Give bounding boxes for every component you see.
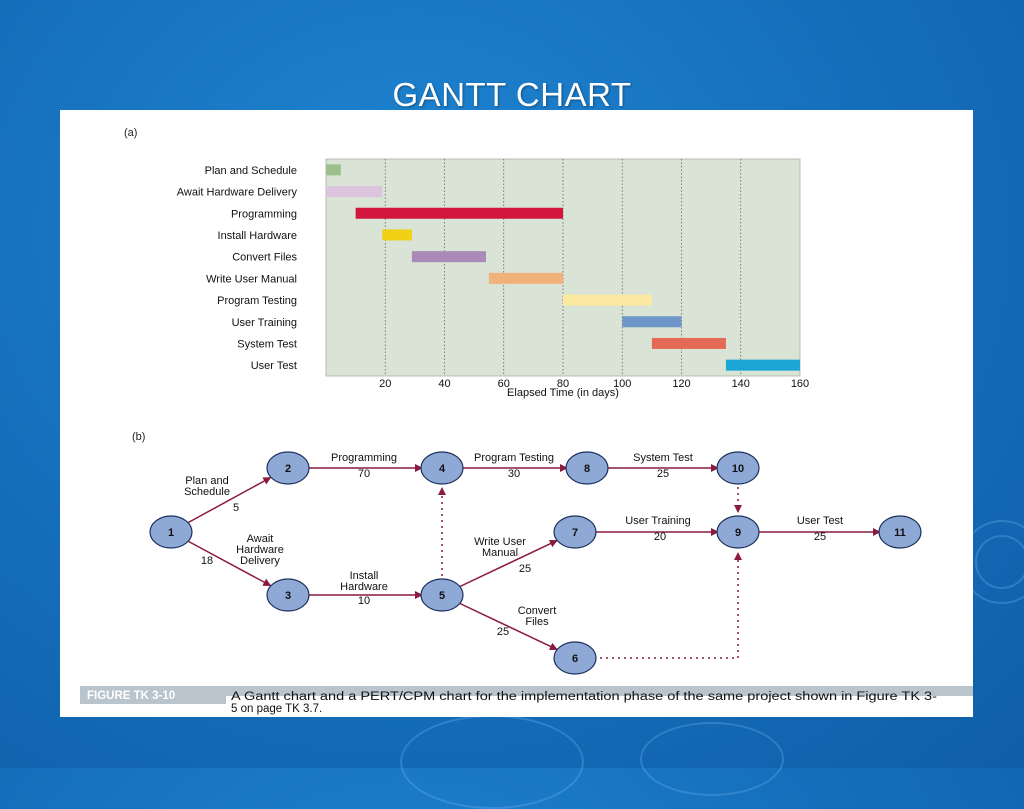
pert-edge-name: Program Testing [474,452,554,464]
caption-label: FIGURE TK 3-10 [87,690,175,702]
gantt-bars [326,164,800,371]
panel-a-label: (a) [124,127,137,139]
pert-node-label: 2 [285,463,291,475]
caption-bar [80,686,973,696]
pert-node-label: 7 [572,527,578,539]
pert-dummy-edge [594,552,742,659]
pert-node [420,451,464,485]
pert-node [565,451,609,485]
decor-swirl [400,715,584,809]
pert-node-label: 11 [894,527,906,539]
gantt-x-tick-label: 160 [791,378,809,390]
pert-nodes: 1 2 3 4 5 6 7 8 9 10 11 [149,451,922,675]
gantt-bar [651,337,726,349]
gantt-x-axis-label: Elapsed Time (in days) [507,387,619,399]
caption-label-bg [80,686,226,704]
pert-node-label: 8 [584,463,590,475]
caption-text-line1: A Gantt chart and a PERT/CPM chart for t… [231,691,937,703]
pert-edge-name: User Training [625,515,690,527]
gantt-bar [326,186,383,198]
gantt-x-tick-label: 120 [672,378,690,390]
pert-edge-duration: 20 [654,531,666,543]
gantt-x-ticks: 20 40 60 80 100 120 140 160 [379,378,809,390]
gantt-bar [355,207,563,219]
caption-text-line2: 5 on page TK 3.7. [231,703,322,715]
pert-edge-duration: 25 [814,531,826,543]
gantt-bar [411,251,486,263]
gantt-task-label: Install Hardware [218,230,297,242]
pert-edge [458,539,558,588]
pert-node-label: 6 [572,653,578,665]
pert-node [553,515,597,549]
panel-b-label: (b) [132,431,145,443]
pert-node-label: 9 [735,527,741,539]
gantt-task-label: System Test [237,338,297,350]
pert-edge-duration: 70 [358,468,370,480]
pert-edge-name: Programming [331,452,397,464]
gantt-x-tick-label: 60 [498,378,510,390]
gantt-x-tick-label: 80 [557,378,569,390]
pert-node-label: 3 [285,590,291,602]
pert-edge [187,540,272,587]
pert-edge-duration: 25 [657,468,669,480]
pert-edge-duration: 25 [519,563,531,575]
pert-node [266,451,310,485]
pert-node [716,451,760,485]
pert-node [420,578,464,612]
pert-edge [458,602,558,651]
gantt-x-tick-label: 140 [732,378,750,390]
gantt-bar [622,316,682,328]
decor-swirl [975,535,1024,589]
pert-edge-duration: 10 [358,595,370,607]
gantt-task-label: Program Testing [217,295,297,307]
pert-node-label: 1 [168,527,174,539]
pert-node-label: 5 [439,590,445,602]
pert-node-label: 10 [732,463,744,475]
gantt-bar [488,272,563,284]
gantt-task-label: Await Hardware Delivery [177,187,298,199]
gantt-x-tick-label: 40 [438,378,450,390]
pert-node [716,515,760,549]
gantt-task-label: User Test [251,360,297,372]
slide-title: GANTT CHART [392,76,632,113]
gantt-grid [384,159,742,376]
pert-node [149,515,193,549]
gantt-bar [326,164,341,176]
gantt-x-tick-label: 100 [613,378,631,390]
gantt-x-tick-label: 20 [379,378,391,390]
pert-edges [187,464,881,659]
gantt-task-label: Convert Files [232,252,297,264]
pert-edge-name: System Test [633,452,693,464]
pert-edge-duration: 5 [233,502,239,514]
pert-edge-duration: 30 [508,468,520,480]
pert-edge-duration: 25 [497,626,509,638]
pert-node [553,641,597,675]
pert-edge-duration: 18 [201,555,213,567]
gantt-bar [382,229,412,241]
gantt-task-label: User Training [232,317,297,329]
pert-edge-name: User Test [797,515,843,527]
gantt-bar [725,359,800,371]
pert-edge [187,476,272,524]
gantt-task-label: Plan and Schedule [205,165,297,177]
pert-node-label: 4 [439,463,446,475]
decor-swirl [640,722,784,796]
pert-node [878,515,922,549]
pert-node [266,578,310,612]
gantt-task-label: Programming [231,208,297,220]
gantt-task-label: Write User Manual [206,273,297,285]
gantt-bar [563,294,652,306]
